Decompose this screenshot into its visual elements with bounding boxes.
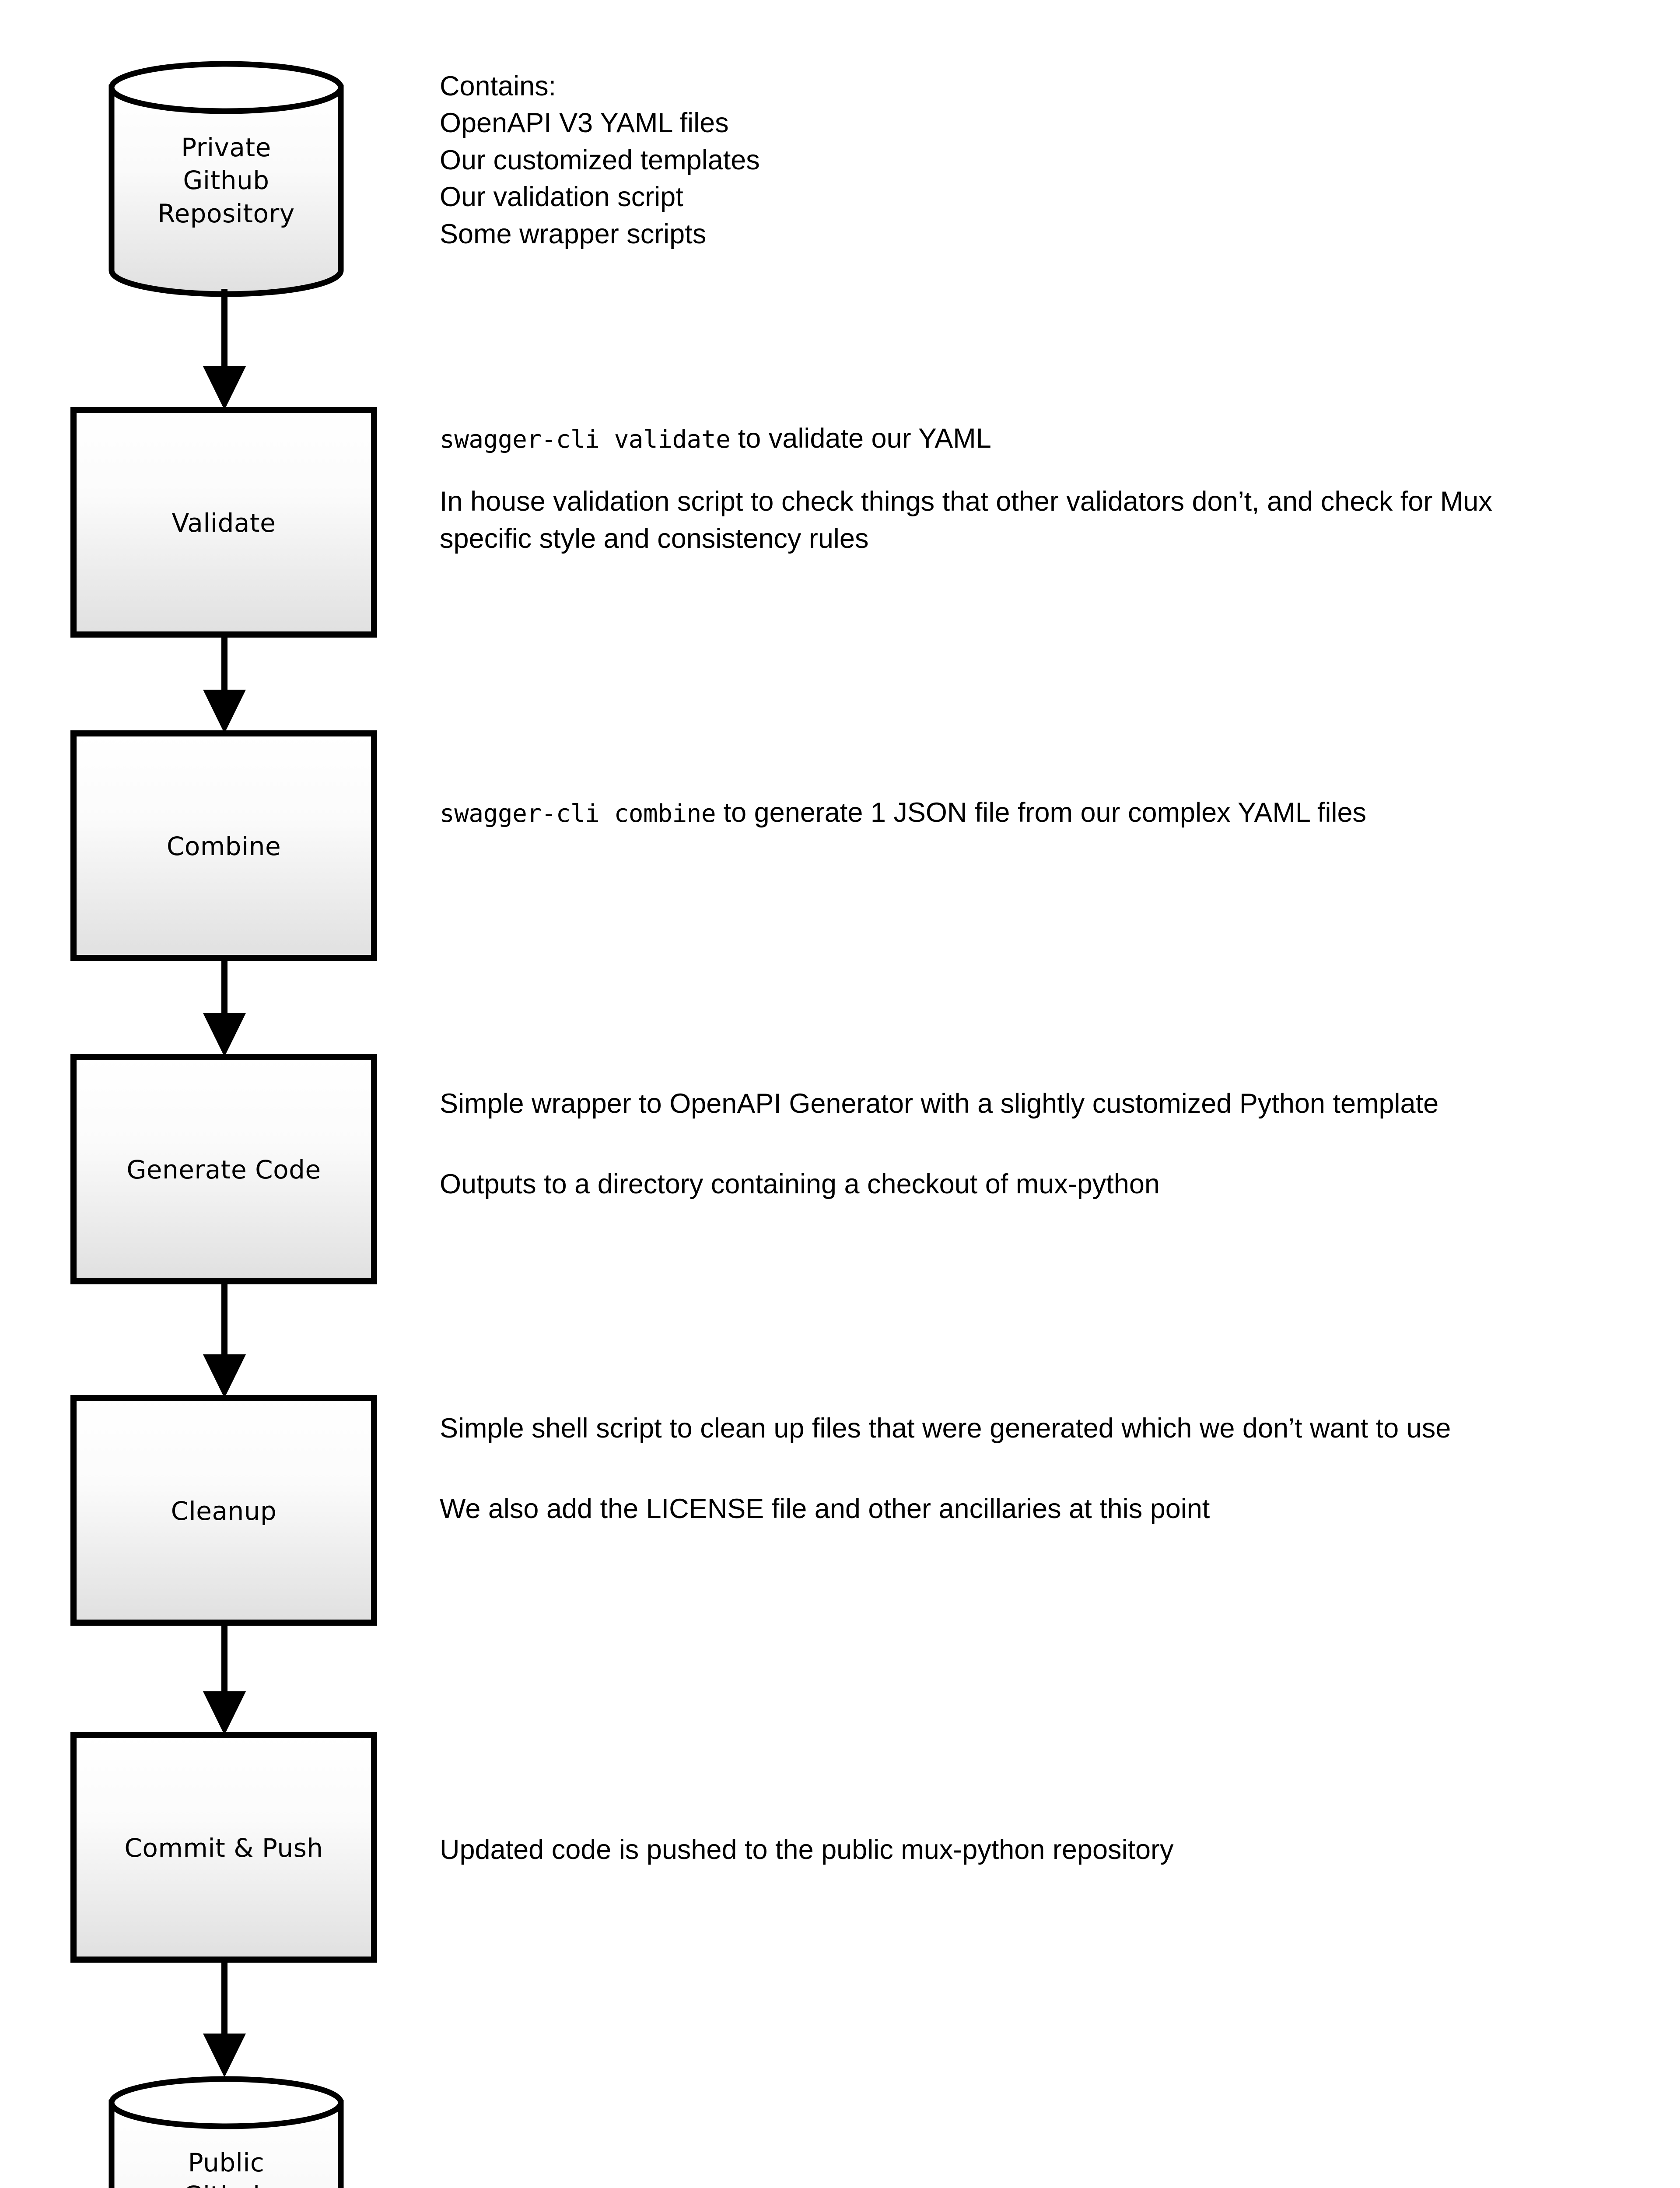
node-private-repo[interactable] [108, 61, 344, 297]
edge-private-repo-to-validate [203, 289, 246, 410]
annotation-generate-code: Simple wrapper to OpenAPI Generator with… [440, 1085, 1586, 1203]
annotation-paragraph: In house validation script to check thin… [440, 486, 1492, 554]
annotation-line: OpenAPI V3 YAML files [440, 108, 729, 139]
annotation-commit-push: Updated code is pushed to the public mux… [440, 1831, 1586, 1868]
edge-combine-to-generate-code [203, 958, 246, 1057]
annotation-paragraph: Outputs to a directory containing a chec… [440, 1169, 1160, 1200]
edge-validate-to-combine [203, 635, 246, 733]
annotation-paragraph: swagger-cli validate to validate our YAM… [440, 420, 1586, 457]
annotation-paragraph: Simple shell script to clean up files th… [440, 1413, 1451, 1444]
annotation-text: to validate our YAML [730, 423, 991, 454]
annotation-line: Our customized templates [440, 144, 760, 175]
annotation-paragraph: swagger-cli combine to generate 1 JSON f… [440, 794, 1586, 831]
annotation-private-repo: Contains: OpenAPI V3 YAML files Our cust… [440, 68, 1586, 252]
annotation-line: Our validation script [440, 182, 683, 213]
code-snippet-swagger-cli-validate: swagger-cli validate [440, 425, 731, 454]
edge-generate-code-to-cleanup [203, 1281, 246, 1398]
edge-commit-push-to-public-repo [203, 1960, 246, 2077]
code-snippet-swagger-cli-combine: swagger-cli combine [440, 799, 716, 828]
annotation-line: Contains: [440, 71, 556, 102]
annotation-paragraph: Updated code is pushed to the public mux… [440, 1834, 1174, 1865]
annotation-validate: swagger-cli validate to validate our YAM… [440, 420, 1586, 557]
annotation-cleanup: Simple shell script to clean up files th… [440, 1410, 1586, 1528]
node-generate-code[interactable] [70, 1054, 377, 1284]
annotation-text: to generate 1 JSON file from our complex… [716, 797, 1367, 828]
annotation-combine: swagger-cli combine to generate 1 JSON f… [440, 794, 1586, 831]
annotation-paragraph: We also add the LICENSE file and other a… [440, 1494, 1210, 1525]
node-combine[interactable] [70, 730, 377, 961]
annotation-paragraph: Simple wrapper to OpenAPI Generator with… [440, 1088, 1439, 1119]
node-cleanup[interactable] [70, 1395, 377, 1626]
annotation-line: Some wrapper scripts [440, 218, 707, 249]
node-commit-push[interactable] [70, 1732, 377, 1963]
node-validate[interactable] [70, 407, 377, 638]
edge-cleanup-to-commit-push [203, 1623, 246, 1735]
node-public-repo[interactable] [108, 2076, 344, 2188]
